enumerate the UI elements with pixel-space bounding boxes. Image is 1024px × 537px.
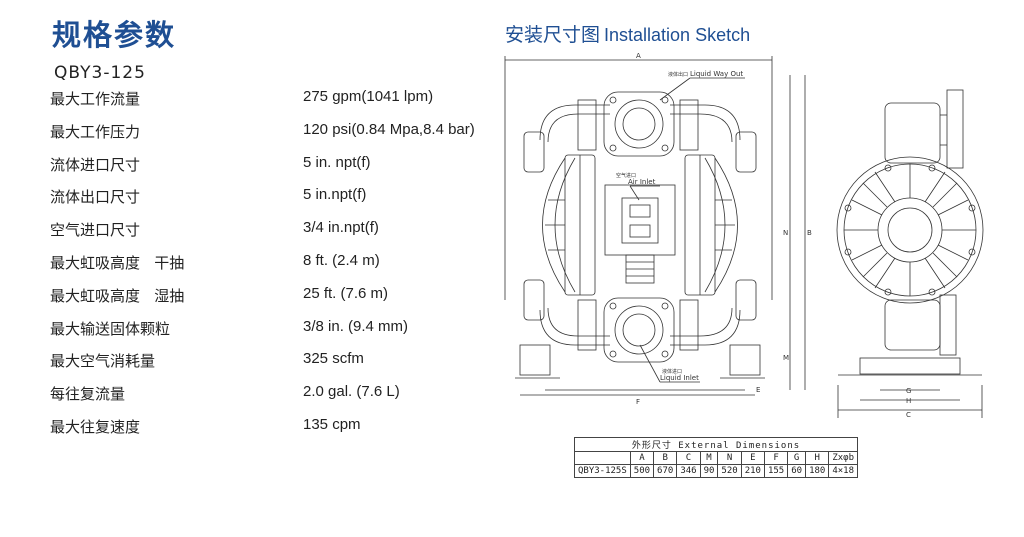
spec-row: 最大工作压力 120 psi(0.84 Mpa,8.4 bar) [50, 121, 490, 145]
spec-row: 最大输送固体颗粒 3/8 in. (9.4 mm) [50, 318, 490, 342]
spec-row: 最大空气消耗量 325 scfm [50, 350, 490, 374]
sketch-title-cn: 安装尺寸图 [505, 24, 601, 46]
spec-label: 每往复流量 [50, 385, 126, 404]
dim-letter-b: B [807, 229, 812, 237]
callout-inlet: Liquid Inlet [660, 374, 699, 382]
spec-value: 120 psi(0.84 Mpa,8.4 bar) [303, 120, 475, 138]
spec-value: 135 cpm [303, 416, 361, 433]
inlet-manifold [539, 309, 741, 346]
dim-letter-m: M [783, 354, 789, 362]
spec-label: 最大工作压力 [50, 122, 141, 141]
dimensions-cell: 500 [629, 464, 655, 478]
spec-value: 2.0 gal. (7.6 L) [303, 383, 400, 401]
dimensions-cell: 90 [699, 464, 719, 478]
dim-letter-g: G [906, 387, 911, 395]
spec-value: 5 in. npt(f) [303, 153, 371, 171]
spec-row: 空气进口尺寸 3/4 in.npt(f) [50, 219, 490, 243]
spec-label: 最大输送固体颗粒 [50, 319, 171, 338]
spec-row: 每往复流量 2.0 gal. (7.6 L) [50, 383, 490, 407]
spec-label: 空气进口尺寸 [50, 221, 141, 240]
spec-row: 流体出口尺寸 5 in.npt(f) [50, 186, 490, 210]
dimensions-header-cell: B [653, 451, 678, 465]
spec-value: 5 in.npt(f) [303, 186, 367, 204]
callout-inlet-cn: 液体进口 [662, 368, 682, 375]
left-chamber [542, 157, 566, 293]
spec-label: 流体出口尺寸 [50, 188, 141, 207]
air-valve-body [604, 184, 676, 256]
dimensions-header-cell: F [763, 451, 789, 465]
spec-row: 流体进口尺寸 5 in. npt(f) [50, 154, 490, 178]
dimensions-cell: 520 [717, 464, 742, 478]
inlet-flange [603, 297, 675, 363]
dimensions-header-cell [574, 451, 631, 465]
dimensions-header-cell: M [699, 451, 719, 465]
right-chamber [714, 157, 738, 293]
callout-outlet: Liquid Way Out [690, 70, 743, 78]
spec-row: 最大工作流量 275 gpm(1041 lpm) [50, 88, 490, 112]
dim-letter-e: E [756, 386, 760, 394]
outlet-manifold [539, 104, 741, 141]
callout-air-cn: 空气进口 [616, 172, 636, 179]
dim-letter-h: H [906, 397, 911, 405]
spec-label: 最大虹吸高度 干抽 [50, 254, 185, 272]
spec-value: 325 scfm [303, 350, 364, 368]
spec-label: 最大往复速度 [50, 418, 141, 436]
dimensions-cell: 346 [676, 464, 701, 478]
dim-letter-a: A [636, 52, 641, 60]
dimensions-cell: QBY3-125S [574, 464, 631, 478]
side-outlet [884, 102, 941, 164]
page-title: 规格参数 [52, 18, 177, 52]
callout-outlet-cn: 液体出口 [668, 71, 688, 78]
spec-label: 最大空气消耗量 [50, 352, 156, 371]
callout-air: Air Inlet [628, 178, 656, 186]
spec-value: 8 ft. (2.4 m) [303, 252, 380, 269]
dimensions-cell: 670 [653, 464, 678, 478]
sketch-title-en: Installation Sketch [604, 25, 751, 45]
side-chamber [836, 156, 984, 304]
dim-letter-f: F [636, 398, 640, 406]
dimensions-cell: 155 [763, 464, 789, 478]
spec-value: 3/8 in. (9.4 mm) [303, 317, 409, 335]
spec-value: 3/4 in.npt(f) [303, 219, 379, 237]
dimensions-cell: 210 [740, 464, 765, 478]
spec-row: 最大虹吸高度 干抽 8 ft. (2.4 m) [50, 252, 490, 276]
dimensions-header-cell: Zxφb [828, 451, 859, 465]
spec-row: 最大虹吸高度 湿抽 25 ft. (7.6 m) [50, 285, 490, 309]
spec-row: 最大往复速度 135 cpm [50, 416, 490, 440]
dimensions-cell: 4×18 [828, 464, 859, 478]
spec-value: 25 ft. (7.6 m) [303, 284, 389, 302]
dimensions-header-cell: C [676, 451, 701, 465]
dimensions-header-cell: N [717, 451, 742, 465]
spec-label: 最大虹吸高度 湿抽 [50, 286, 185, 305]
dimensions-header-cell: E [740, 451, 765, 465]
dimensions-header-cell: H [805, 451, 830, 465]
dim-letter-c: C [906, 411, 911, 419]
spec-label: 流体进口尺寸 [50, 155, 141, 174]
spec-value: 275 gpm(1041 lpm) [303, 88, 434, 105]
spec-label: 最大工作流量 [50, 90, 141, 108]
dimensions-header-cell: A [629, 451, 655, 465]
dimensions-header-cell: G [787, 451, 807, 465]
model-number: QBY3-125 [54, 63, 146, 83]
dimensions-cell: 60 [787, 464, 807, 478]
outlet-flange [603, 91, 675, 157]
dimensions-caption: 外形尺寸 External Dimensions [573, 437, 859, 452]
dimensions-cell: 180 [805, 464, 830, 478]
dim-letter-n: N [783, 229, 788, 237]
